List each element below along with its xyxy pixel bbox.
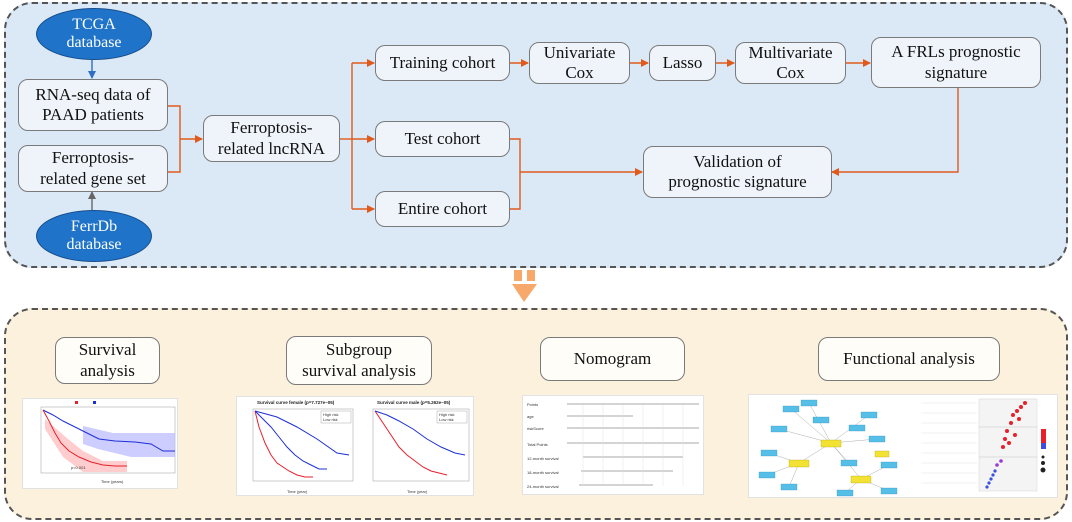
svg-text:High risk: High risk xyxy=(439,412,455,417)
subgroup-analysis-label: Subgroup survival analysis xyxy=(286,336,432,385)
svg-text:p<0.001: p<0.001 xyxy=(71,465,86,470)
validation-box: Validation of prognostic signature xyxy=(643,146,832,198)
svg-text:24-month survival: 24-month survival xyxy=(527,484,559,489)
nomogram-label: Nomogram xyxy=(540,337,685,381)
svg-text:Total Points: Total Points xyxy=(527,442,548,447)
lasso-box: Lasso xyxy=(649,45,716,81)
svg-text:age: age xyxy=(527,414,534,419)
bracket-cohorts xyxy=(510,138,521,210)
multivariate-cox-box: Multivariate Cox xyxy=(735,42,846,84)
nomogram-thumbnail: Points age riskScore Total Points 12-mon… xyxy=(522,395,704,495)
signature-box: A FRLs prognostic signature xyxy=(871,37,1041,88)
svg-text:High risk: High risk xyxy=(323,412,339,417)
svg-text:12-month survival: 12-month survival xyxy=(527,456,559,461)
bracket-inputs xyxy=(168,105,181,173)
svg-text:Time (year): Time (year) xyxy=(407,489,428,494)
survival-analysis-label: Survival analysis xyxy=(55,337,160,384)
ferrdb-database: FerrDb database xyxy=(36,210,152,262)
training-cohort-box: Training cohort xyxy=(375,45,510,81)
survival-plot-thumbnail: p<0.001 Time (years) xyxy=(22,398,178,489)
rnaseq-data-box: RNA-seq data of PAAD patients xyxy=(18,79,168,131)
functional-analysis-label: Functional analysis xyxy=(818,337,1000,381)
down-arrow xyxy=(512,270,537,302)
subgroup-plots-thumbnail: Survival curve female (p=7.727e−05) High… xyxy=(236,396,474,496)
svg-text:Time (years): Time (years) xyxy=(101,479,124,484)
svg-text:Time (year): Time (year) xyxy=(287,489,308,494)
svg-text:Survival curve male (p=5.262e−: Survival curve male (p=5.262e−05) xyxy=(377,400,451,405)
arrow-signature-validation xyxy=(831,88,959,176)
svg-text:Survival curve female (p=7.727: Survival curve female (p=7.727e−05) xyxy=(257,400,335,405)
svg-text:Points: Points xyxy=(527,402,538,407)
entire-cohort-box: Entire cohort xyxy=(375,191,510,227)
lncrna-box: Ferroptosis- related lncRNA xyxy=(203,115,340,162)
test-cohort-box: Test cohort xyxy=(375,121,510,157)
svg-text:18-month survival: 18-month survival xyxy=(527,470,559,475)
svg-text:riskScore: riskScore xyxy=(527,426,544,431)
gene-set-box: Ferroptosis- related gene set xyxy=(18,145,168,192)
univariate-cox-box: Univariate Cox xyxy=(529,42,630,84)
tcga-database: TCGA database xyxy=(36,8,152,60)
svg-text:Low risk: Low risk xyxy=(323,417,338,422)
svg-text:Low risk: Low risk xyxy=(439,417,454,422)
functional-thumbnail xyxy=(748,394,1058,498)
